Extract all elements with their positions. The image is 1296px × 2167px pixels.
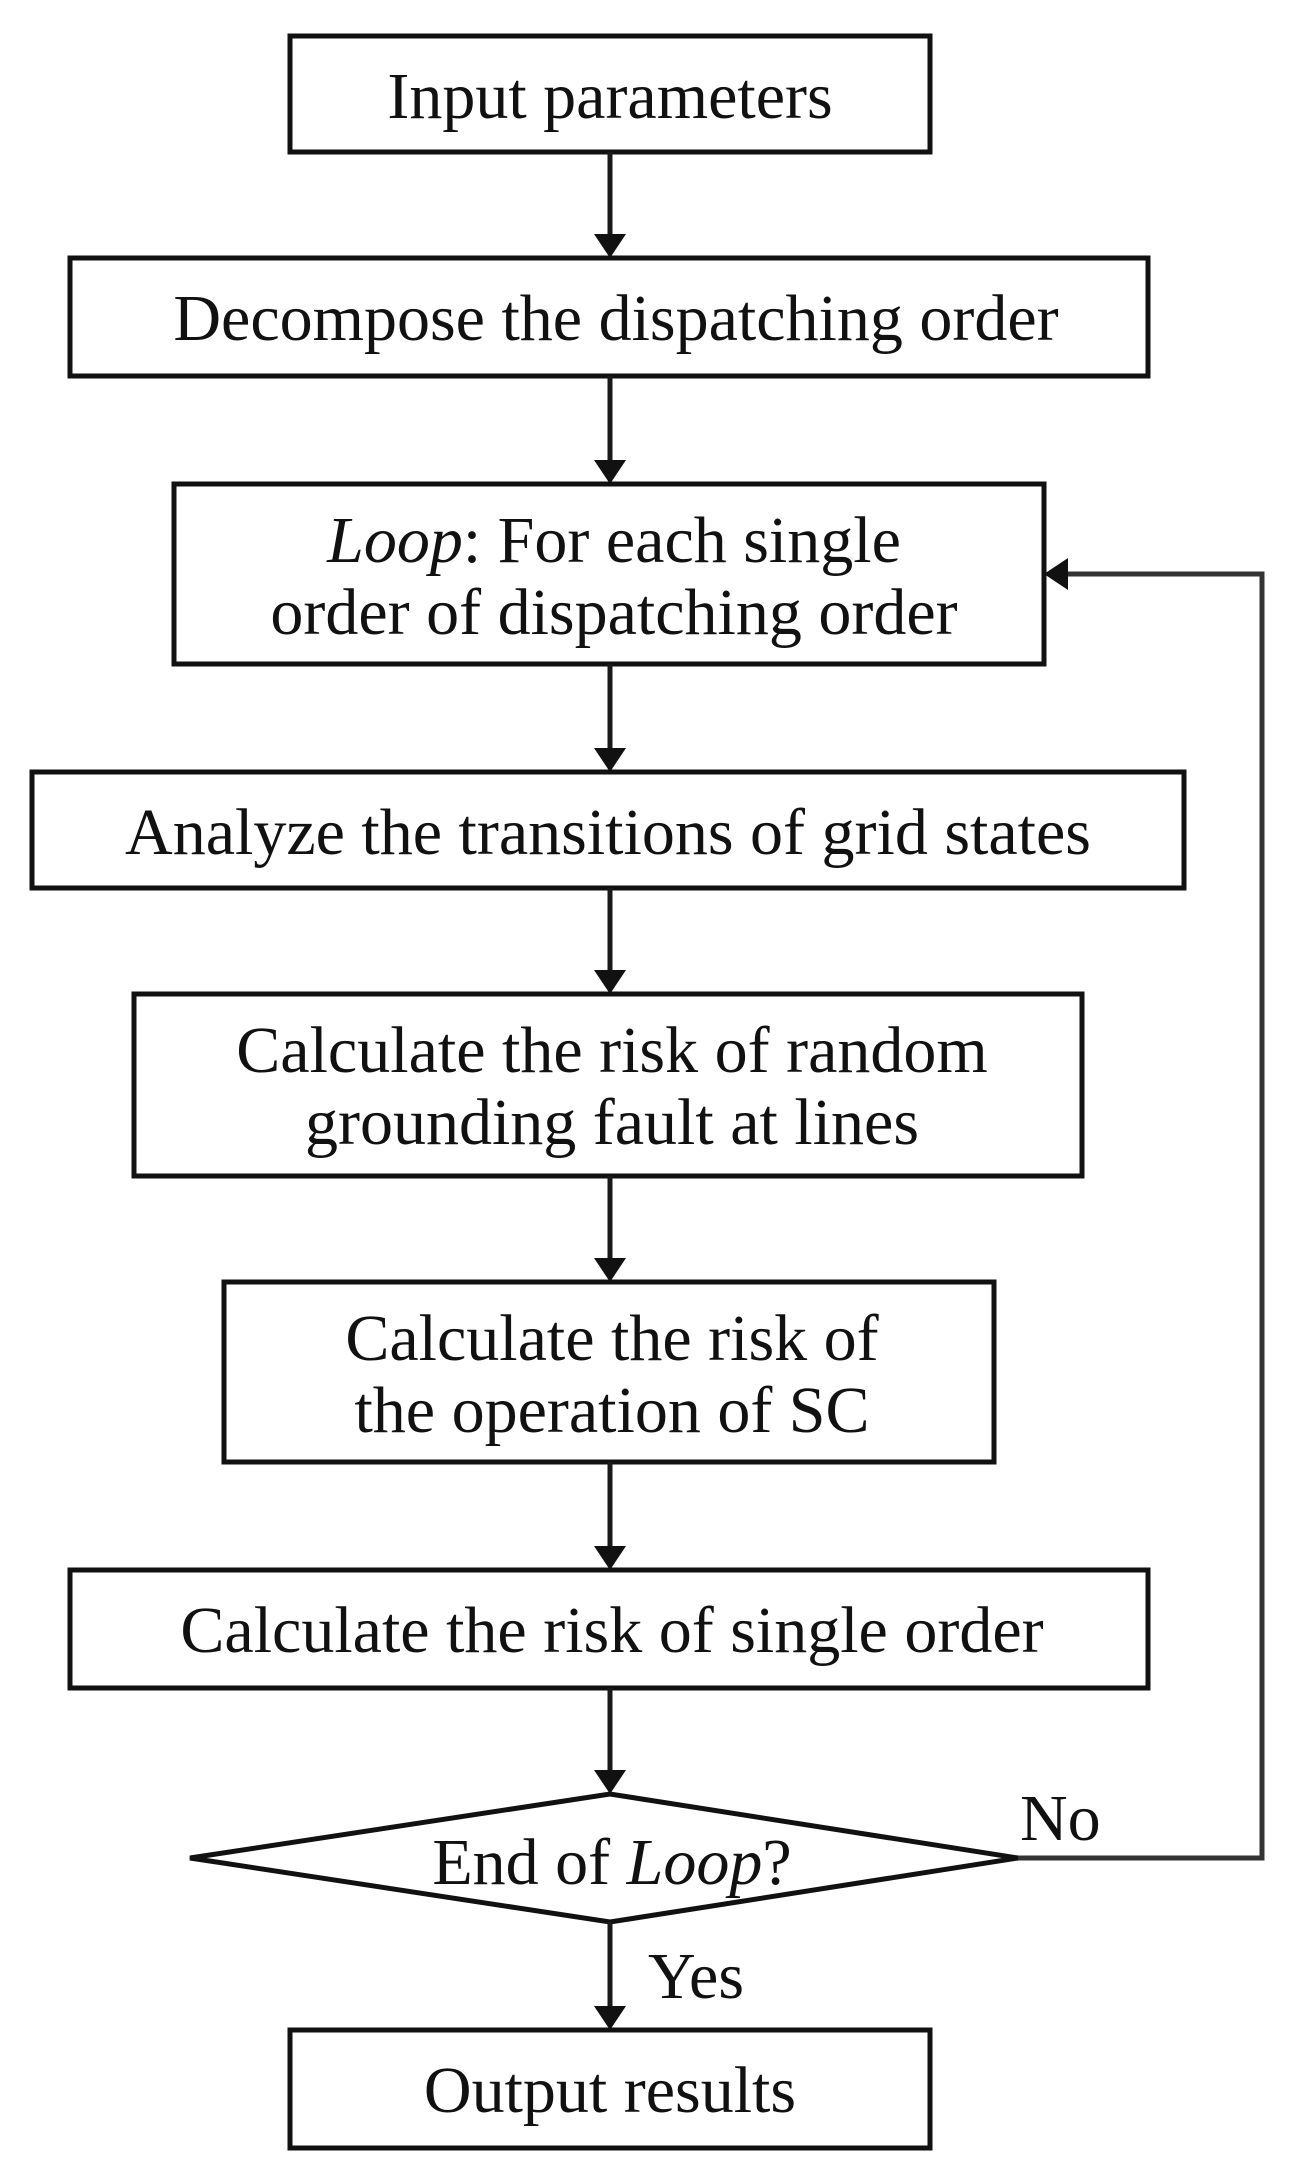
decision-suffix: ? bbox=[762, 1826, 791, 1899]
decision-label: End of Loop? bbox=[432, 1826, 791, 1899]
node-analyze-box bbox=[29, 769, 1187, 891]
node-output-box bbox=[287, 2027, 933, 2151]
arrowhead-icon bbox=[594, 1546, 626, 1570]
arrowhead-icon bbox=[594, 1770, 626, 1794]
node-risk-single-label: Calculate the risk of single order bbox=[180, 1594, 1043, 1667]
node-risk-sc: Calculate the risk of the operation of S… bbox=[221, 1279, 997, 1465]
node-decision: End of Loop? bbox=[189, 1791, 1019, 1925]
node-risk-single: Calculate the risk of single order bbox=[67, 1567, 1151, 1691]
node-risk-random-line1: Calculate the risk of random bbox=[236, 1014, 987, 1087]
node-output-label: Output results bbox=[424, 2054, 796, 2127]
node-loop: Loop: For each single order of dispatchi… bbox=[171, 481, 1047, 667]
arrowhead-left-icon bbox=[1044, 558, 1068, 590]
node-analyze: Analyze the transitions of grid states bbox=[29, 769, 1187, 891]
arrowhead-icon bbox=[594, 970, 626, 994]
loopback-line bbox=[1018, 571, 1265, 1861]
loop-keyword: Loop bbox=[326, 504, 463, 577]
branch-label-yes: Yes bbox=[648, 1940, 744, 2013]
node-loop-box bbox=[171, 481, 1047, 667]
node-risk-random: Calculate the risk of random grounding f… bbox=[131, 991, 1085, 1179]
arrowhead-icon bbox=[594, 234, 626, 258]
node-loop-label-line2: order of dispatching order bbox=[270, 576, 957, 649]
branch-label-no: No bbox=[1020, 1782, 1101, 1855]
node-decompose-box bbox=[67, 255, 1151, 379]
node-analyze-label: Analyze the transitions of grid states bbox=[125, 796, 1091, 869]
node-decompose: Decompose the dispatching order bbox=[67, 255, 1151, 379]
node-decompose-label: Decompose the dispatching order bbox=[173, 282, 1058, 355]
loop-line1-rest: : For each single bbox=[463, 504, 901, 577]
decision-prefix: End of bbox=[432, 1826, 626, 1899]
arrowhead-icon bbox=[594, 2006, 626, 2030]
arrowhead-icon bbox=[594, 1258, 626, 1282]
arrowhead-icon bbox=[594, 748, 626, 772]
node-input-box bbox=[287, 33, 933, 155]
node-output: Output results bbox=[287, 2027, 933, 2151]
node-risk-sc-line2: the operation of SC bbox=[354, 1374, 869, 1447]
connectors bbox=[594, 152, 626, 2030]
node-loop-label-line1: Loop: For each single bbox=[326, 504, 901, 577]
node-risk-random-line2: grounding fault at lines bbox=[305, 1086, 919, 1159]
arrowhead-icon bbox=[594, 460, 626, 484]
decision-loop-keyword: Loop bbox=[626, 1826, 763, 1899]
node-input-parameters: Input parameters bbox=[287, 33, 933, 155]
node-risk-sc-line1: Calculate the risk of bbox=[345, 1302, 878, 1375]
node-input-label: Input parameters bbox=[387, 60, 832, 133]
node-risk-sc-box bbox=[221, 1279, 997, 1465]
loopback-no-branch bbox=[1018, 558, 1265, 1861]
